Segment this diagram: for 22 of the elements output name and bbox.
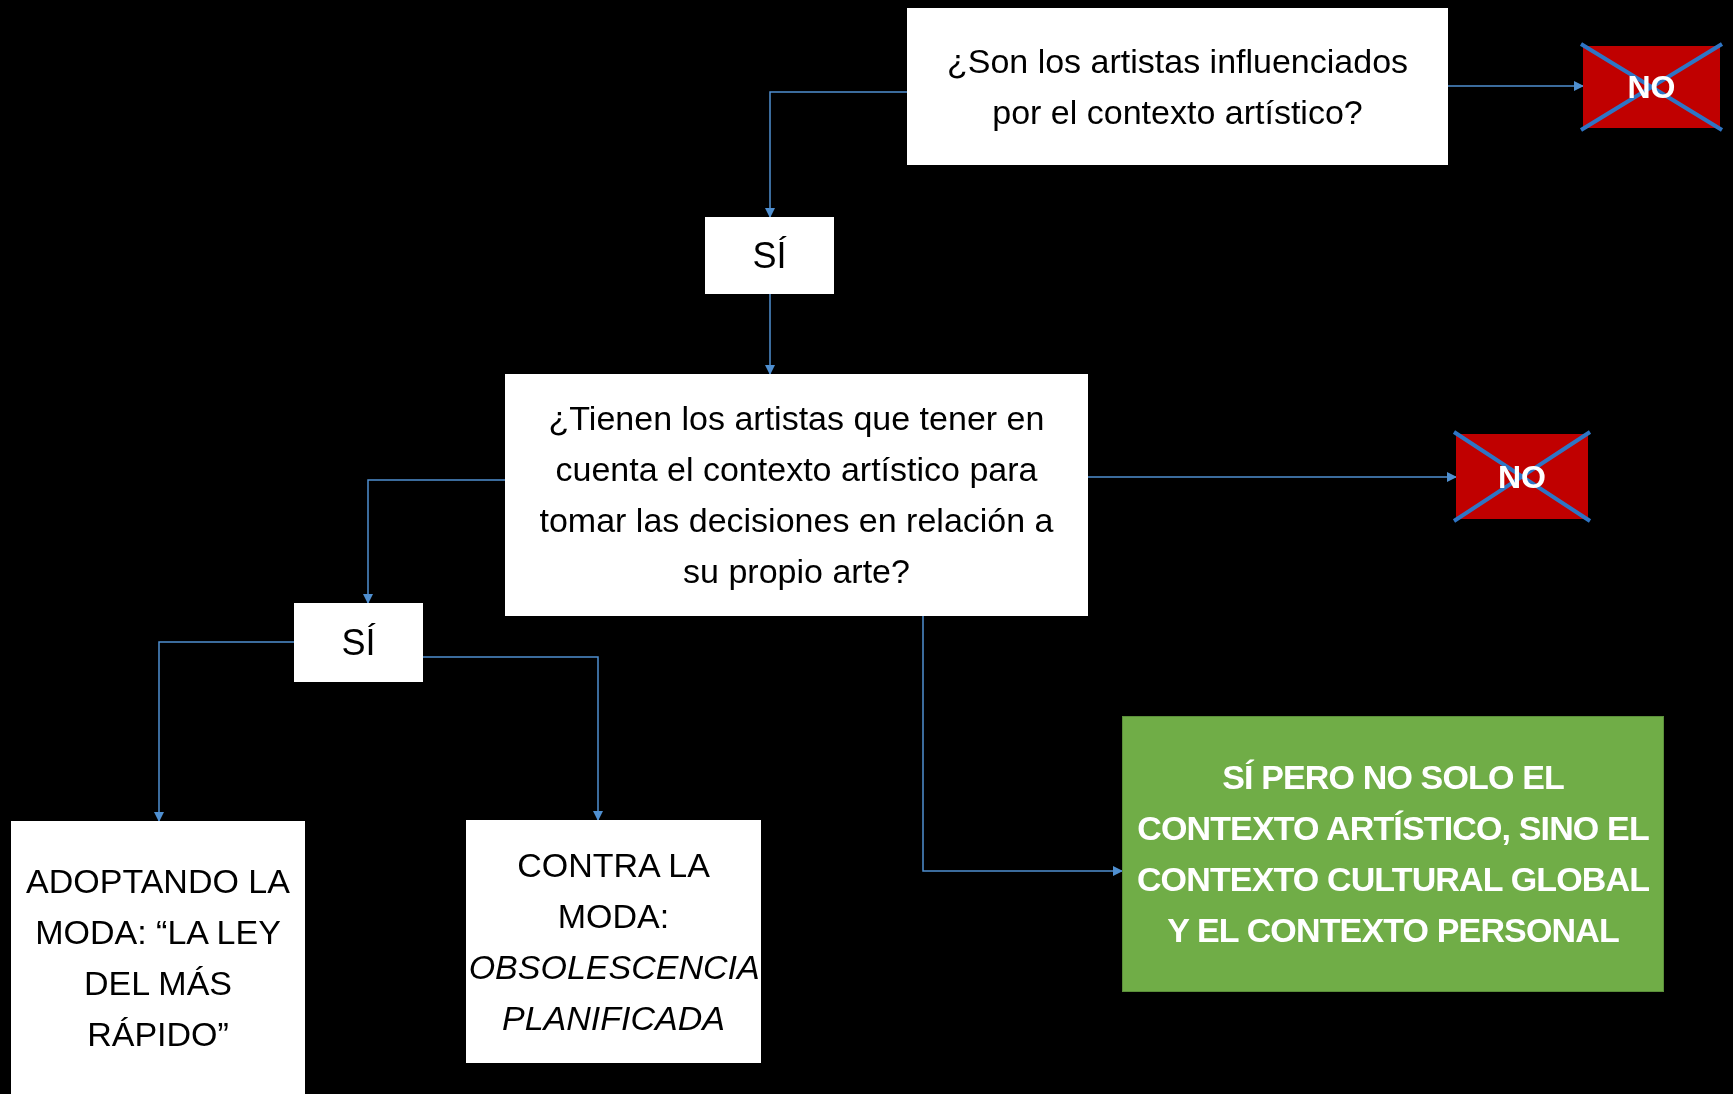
arrow [422, 656, 603, 821]
conclusion-box [1122, 716, 1664, 992]
node-text: SÍ PERO NO SOLO EL CONTEXTO ARTÍSTICO, SINO EL CONTEXTO CULTURAL GLOBAL Y EL CONTEXTO PERSONAL [1135, 757, 1651, 951]
arrow [154, 641, 295, 822]
decision-box [505, 374, 1088, 616]
arrow [765, 293, 775, 375]
outcome-box [11, 821, 305, 1094]
outcome-box [466, 820, 761, 1063]
node-text: SÍ [341, 620, 376, 665]
decision-box [907, 8, 1448, 165]
arrow [765, 91, 908, 218]
arrow [1087, 472, 1457, 482]
arrow [1447, 81, 1584, 91]
answer-box [705, 217, 834, 294]
arrow [363, 479, 506, 604]
node-text: ADOPTANDO LA MODA: “LA LEY DEL MÁS RÁPIDO” [25, 860, 291, 1055]
node-text: CONTRA LA MODA: OBSOLESCENCIA PLANIFICADA [468, 844, 759, 1039]
node-text: SÍ [752, 233, 787, 278]
node-text: ¿Son los artistas influenciados por el contexto artístico? [945, 40, 1410, 133]
node-text: ¿Tienen los artistas que tener en cuenta el contexto artístico para tomar las decisiones en relación a su propio arte? [538, 398, 1055, 592]
answer-box [294, 603, 423, 682]
arrow [922, 615, 1123, 876]
